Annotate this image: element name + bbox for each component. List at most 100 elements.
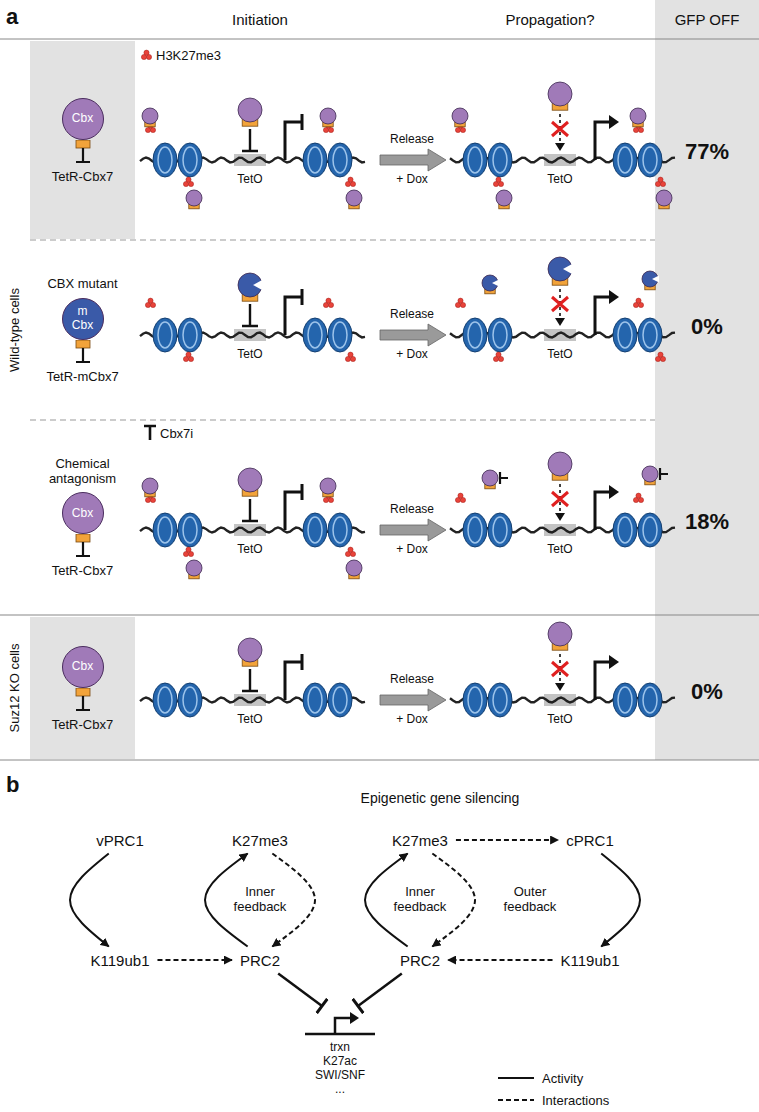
gene-symbol [305, 1010, 375, 1038]
construct-label-box: Chemical antagonismTetR-Cbx7Cbx [30, 422, 135, 614]
nucleosome-wrap [308, 517, 322, 543]
teto-site [544, 694, 576, 706]
construct-label-box: CBX mutantTetR-mCbx7m Cbx [30, 242, 135, 419]
inhibitor-symbol [660, 468, 668, 480]
protein-head [548, 622, 572, 646]
nucleosome-wrap [183, 517, 197, 543]
protein-head [482, 470, 498, 486]
nucleosome-wrap [333, 147, 347, 173]
promoter [285, 297, 302, 335]
annotation-label: + Dox [396, 173, 428, 187]
nucleosome-wrap [158, 322, 172, 348]
protein-head [548, 452, 572, 476]
tetr-body [76, 140, 90, 148]
nucleosome [638, 683, 662, 717]
annotation-label: Release [390, 308, 434, 322]
process-node: cPRC1 [562, 830, 618, 851]
chromatin-scene [140, 638, 365, 717]
interaction-connector [456, 839, 558, 841]
release-block-arrow [380, 324, 446, 346]
node-text: Chemical antagonism [34, 457, 131, 487]
cbx-protein-circle: Cbx [62, 646, 104, 688]
inhibitor-symbol [144, 426, 156, 440]
tetr-stem [242, 129, 258, 151]
node-text: K27ac [315, 1054, 365, 1068]
node-text: Cbx [72, 112, 93, 126]
protein-head [548, 257, 572, 281]
promoter [285, 122, 302, 160]
node-text: K119ub1 [561, 952, 620, 969]
chromatin-scene [450, 622, 675, 717]
annotation-label: Release [390, 673, 434, 687]
protein-head [238, 468, 262, 492]
nucleosome [153, 143, 177, 177]
h3k27me3-mark [636, 298, 641, 303]
nucleosome-wrap [493, 322, 507, 348]
h3k27me3-mark [348, 352, 353, 357]
nucleosome [328, 683, 352, 717]
interaction-connector [448, 959, 553, 961]
nucleosome-wrap [158, 147, 172, 173]
inhibition-connector [358, 974, 402, 1007]
nucleosome [613, 683, 637, 717]
promoter-block [301, 289, 304, 305]
node-text: trxn [315, 1040, 365, 1054]
nucleosome [613, 318, 637, 352]
tetr-domain [73, 140, 93, 166]
annotation-label: Release [390, 133, 434, 147]
protein-head [656, 190, 672, 206]
tetr-domain [73, 534, 93, 560]
chromatin-scene [450, 82, 675, 209]
annotation-label: TetO [237, 173, 262, 187]
nucleosome-wrap [643, 687, 657, 713]
nucleosome-wrap [468, 517, 482, 543]
tetr-stem [76, 148, 90, 162]
nucleosome [328, 513, 352, 547]
nucleosome [153, 683, 177, 717]
annotation-label: TetO [547, 348, 572, 362]
tetr-domain [73, 688, 93, 714]
h3k27me3-mark [658, 177, 663, 182]
protein-head [482, 275, 498, 291]
protein-head [346, 190, 362, 206]
construct-label-box: TetR-Cbx7Cbx [30, 617, 135, 759]
protein-head [238, 273, 262, 297]
annotation-label: Inner feedback [389, 885, 451, 915]
nucleosome [303, 143, 327, 177]
protein-head [630, 108, 646, 124]
h3k27me3-mark [496, 352, 501, 357]
target-gene: trxnK27acSWI/SNF... [311, 1010, 369, 1098]
node-text: PRC2 [240, 952, 280, 969]
release-arrowhead [555, 683, 565, 691]
annotation-label: Outer feedback [499, 885, 561, 915]
legend-text: Activity [542, 1071, 583, 1086]
annotation-label: TetO [237, 713, 262, 727]
protein-head [642, 271, 658, 287]
red-cross [552, 122, 568, 136]
nucleosome [463, 143, 487, 177]
tetr-stem [242, 669, 258, 691]
nucleosome-wrap [493, 687, 507, 713]
teto-site [234, 329, 266, 341]
protein-head [142, 108, 158, 124]
frame-line [0, 39, 759, 40]
chromatin-scene [140, 468, 365, 579]
tetr-body [76, 340, 90, 348]
legend-line-dashed [498, 1099, 534, 1101]
gene-arrowhead [350, 1012, 359, 1024]
nucleosome-wrap [308, 687, 322, 713]
h3k27me3-mark [186, 177, 191, 182]
frame-line [0, 614, 759, 615]
nucleosome-wrap [158, 517, 172, 543]
nucleosome-wrap [183, 322, 197, 348]
nucleosome [178, 513, 202, 547]
promoter-arrow [609, 115, 619, 129]
node-text: K27me3 [232, 832, 288, 849]
nucleosome-wrap [333, 517, 347, 543]
construct-label-box: TetR-Cbx7Cbx [30, 41, 135, 239]
process-node: K27me3 [228, 830, 292, 851]
cbx-protein-circle: m Cbx [62, 298, 104, 340]
group-label: Suz12 KO cells [8, 644, 23, 733]
h3k27me3-mark [458, 298, 463, 303]
